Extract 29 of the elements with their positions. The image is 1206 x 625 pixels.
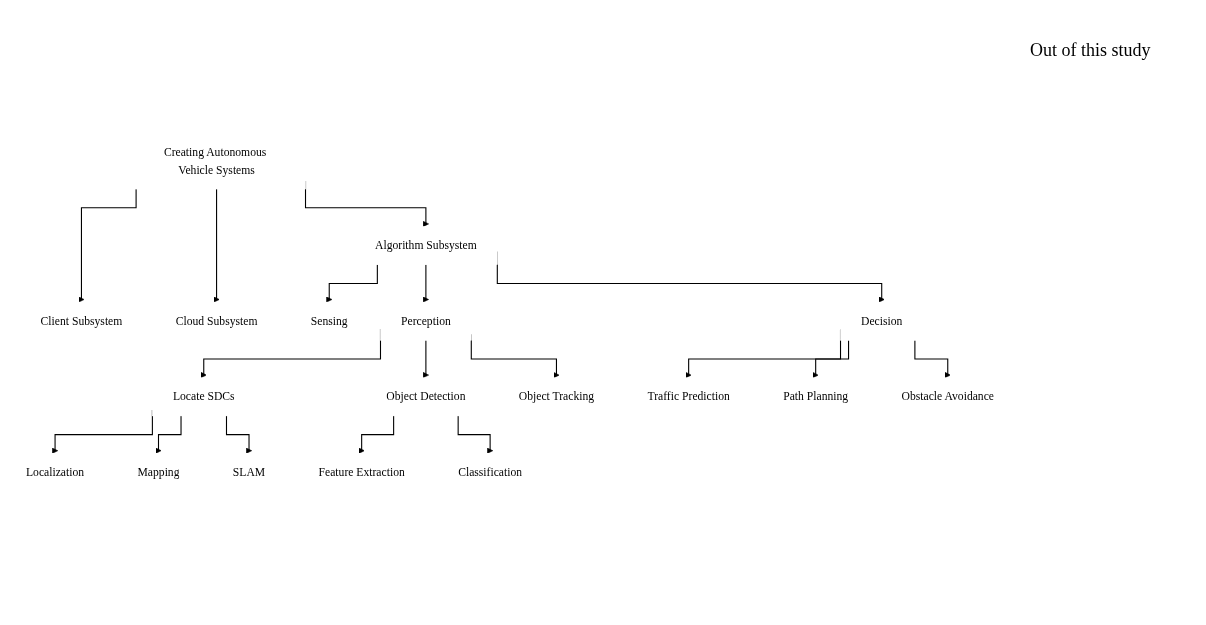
node-text: Localization [26,465,85,479]
note-text: Out of this study [1030,40,1152,61]
arrow [155,415,182,454]
node-text: SLAM [232,465,266,479]
arrow [358,415,395,454]
node-text: Path Planning [783,390,849,404]
node-text: Traffic Prediction [647,390,730,404]
arrow [457,415,494,454]
arrow [225,415,253,454]
arrow [914,339,951,379]
arrow [213,188,220,303]
arrow [812,339,850,379]
node-text: Object Detection [386,390,466,404]
node-text: Locate SDCs [172,390,235,404]
node-text: Cloud Subsystem [175,314,258,328]
node-text: Classification [458,465,523,479]
node-text: Obstacle Avoidance [901,390,994,404]
arrow [422,264,429,303]
node-text: Creating Autonomous Vehicle Systems [163,145,267,177]
node-text: Decision [861,314,903,328]
node-text: Feature Extraction [318,465,405,479]
arrow [326,264,378,303]
node-text: Client Subsystem [40,314,123,328]
node-text: Sensing [310,314,348,328]
arrow [78,188,137,303]
node-text: Object Tracking [518,390,595,404]
node-text: Algorithm Subsystem [375,238,477,252]
arrow [422,339,429,379]
node-text: Mapping [137,465,180,479]
